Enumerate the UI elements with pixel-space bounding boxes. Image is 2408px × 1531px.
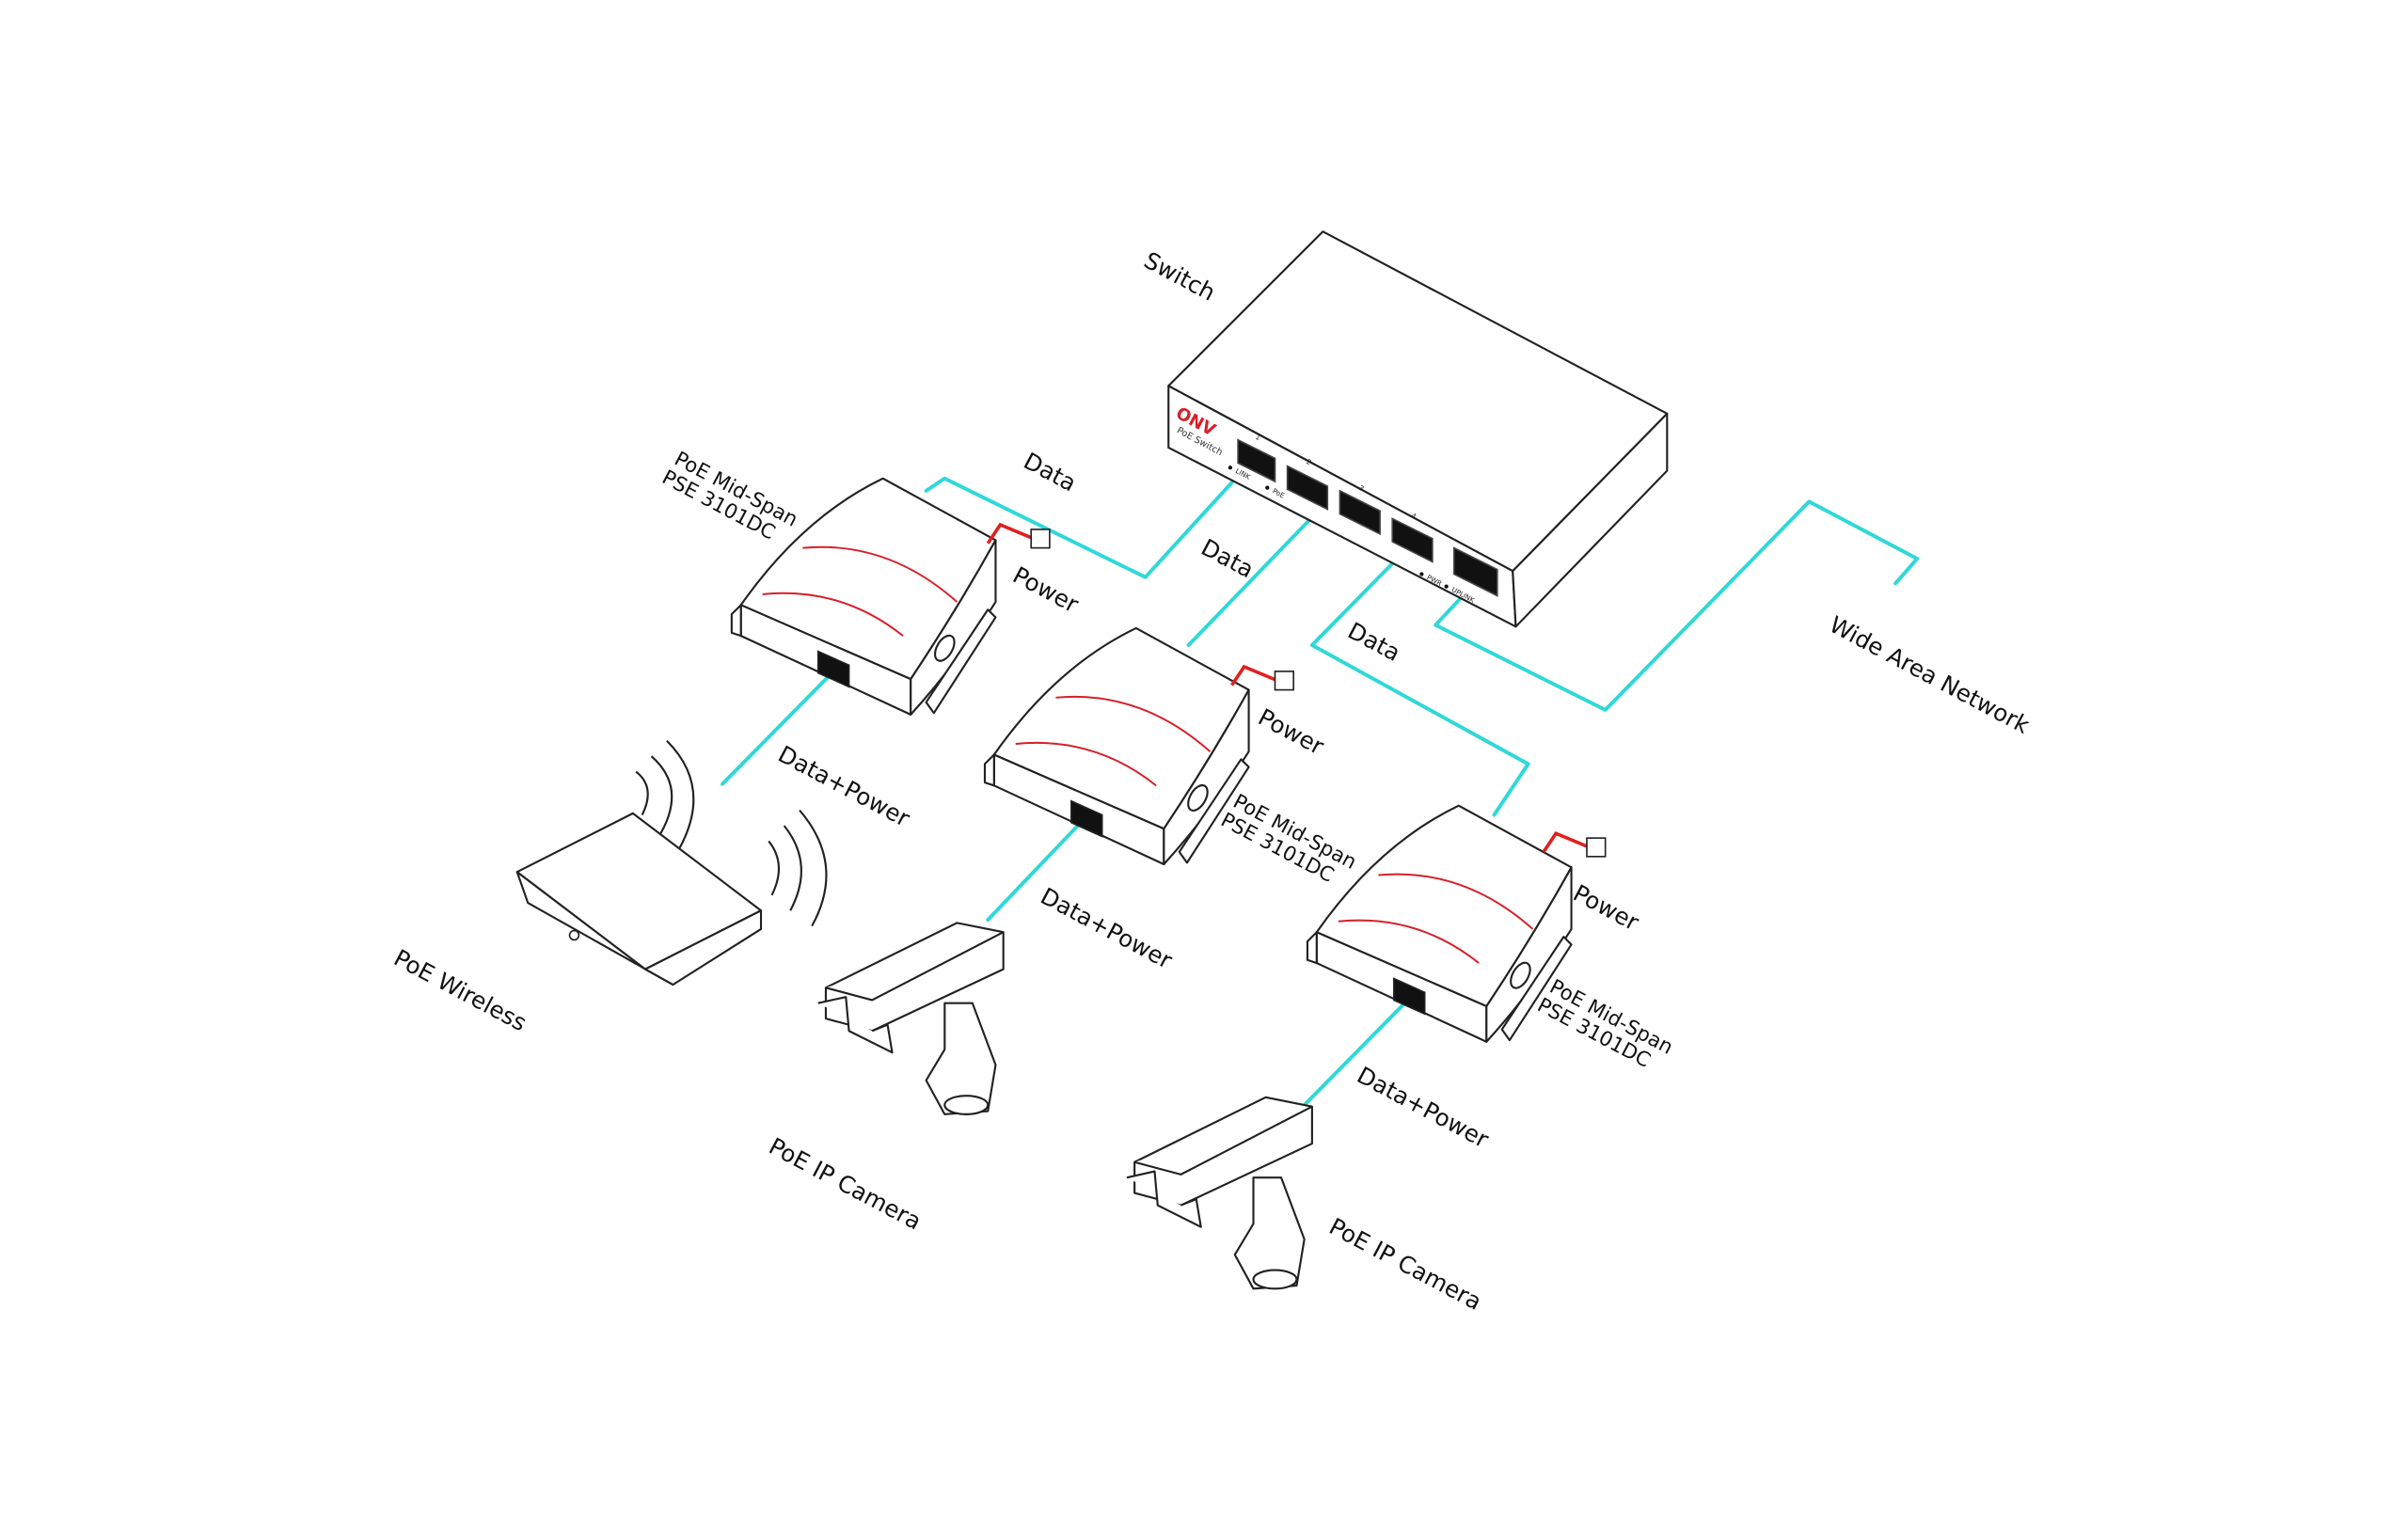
ip-camera-icon (816, 922, 1005, 1115)
switch-port-2-number: 2 (1305, 457, 1312, 466)
switch-port-1-number: 1 (1254, 433, 1262, 442)
power-label-2: Power (1254, 703, 1329, 761)
cable-uplink-to-wan (1434, 499, 1920, 712)
power-cables (986, 522, 1607, 858)
power-plug-icon (986, 522, 1051, 549)
cable-midspan-1-to-wireless (721, 669, 836, 786)
data-label-2: Data (1196, 533, 1259, 583)
switch-uplink-port (1453, 546, 1498, 597)
cable-midspan-2-to-camera-1 (986, 815, 1087, 923)
data-label-1: Data (1020, 447, 1082, 497)
cable-switch-to-midspan-1 (924, 468, 1244, 579)
switch-label: Switch (1140, 246, 1220, 307)
camera-2-label: PoE IP Camera (1324, 1212, 1486, 1316)
cable-midspan-3-to-camera-2 (1302, 998, 1410, 1107)
switch-port-2 (1286, 465, 1329, 511)
switch-port-4-number: 4 (1410, 512, 1418, 521)
midspan-3 (1306, 804, 1573, 1043)
switch-port-3-number: 3 (1357, 483, 1366, 493)
wan-label: Wide Area Network (1825, 610, 2035, 739)
power-plug-icon (1230, 664, 1294, 691)
midspan-2 (983, 626, 1250, 866)
data-power-label-3: Data+Power (1353, 1061, 1494, 1153)
wireless-label: PoE Wireless (389, 944, 531, 1037)
switch-port-1 (1237, 438, 1276, 483)
data-power-label-2: Data+Power (1037, 882, 1178, 974)
ip-camera-icon (1125, 1096, 1313, 1290)
switch-port-3 (1339, 489, 1381, 536)
data-power-label-1: Data+Power (774, 740, 915, 832)
data-label-3: Data (1343, 617, 1405, 667)
cable-switch-to-midspan-3 (1309, 545, 1530, 817)
data-cables (721, 468, 1920, 1107)
power-label-3: Power (1569, 879, 1644, 937)
cable-switch-to-midspan-2 (1186, 507, 1323, 647)
wireless-router-icon (515, 739, 828, 986)
camera-1-label: PoE IP Camera (765, 1132, 927, 1236)
power-label-1: Power (1008, 561, 1084, 619)
power-plug-icon (1542, 830, 1607, 858)
switch-icon: ONV PoE Switch 1 2 3 4 LINK PoE PWR UPLI… (1167, 230, 1669, 628)
switch-port-4 (1391, 517, 1434, 563)
